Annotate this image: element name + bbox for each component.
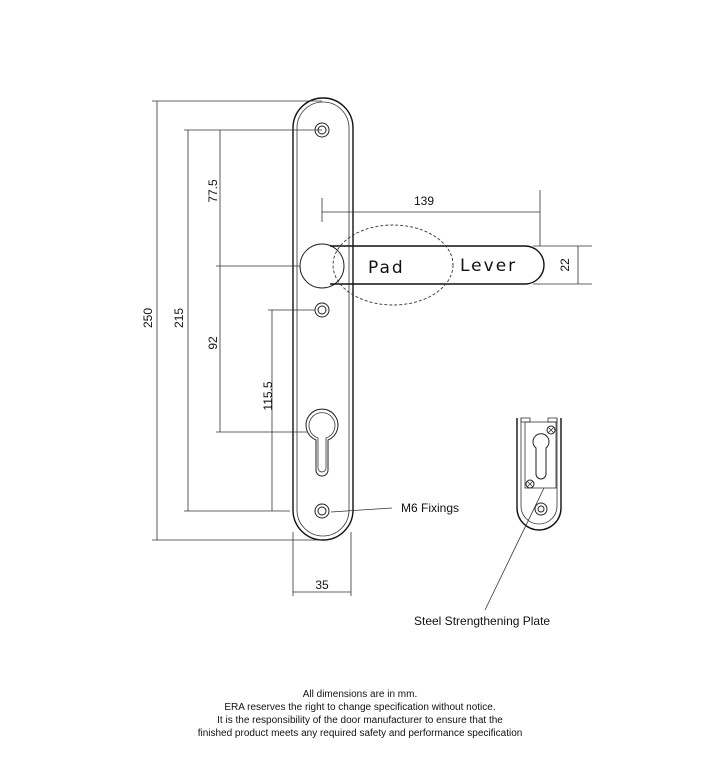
- dim-115-5-label: 115.5: [261, 381, 275, 410]
- dimension-top-to-lever: 77.5: [206, 130, 300, 267]
- dimension-lever-to-cylinder: 92: [206, 266, 308, 433]
- dim-250-label: 250: [141, 308, 155, 328]
- euro-cylinder-cutout: [305, 408, 339, 477]
- pad-highlight-ellipse: [332, 224, 454, 306]
- pad-label: Pad: [368, 258, 405, 278]
- mid-fixing-hole: [314, 302, 330, 318]
- dimension-fixing-centres: 215: [172, 129, 322, 512]
- euro-cylinder-cutout-inner: [308, 412, 336, 473]
- dim-77-5-label: 77.5: [206, 179, 220, 203]
- steel-plate-label: Steel Strengthening Plate: [414, 614, 550, 628]
- dim-92-label: 92: [206, 336, 220, 350]
- dim-22-label: 22: [558, 258, 572, 272]
- dimension-plate-width: 35: [292, 532, 352, 596]
- m6-fixings-label: M6 Fixings: [401, 501, 459, 515]
- dim-215-label: 215: [172, 308, 186, 328]
- lever-label: Lever: [460, 256, 517, 276]
- dimension-fixing-to-cylinder: 115.5: [261, 309, 315, 511]
- footer-line-2: ERA reserves the right to change specifi…: [224, 702, 496, 713]
- dimension-overall-height: 250: [141, 100, 322, 541]
- detail-fixing-hole: [534, 502, 548, 516]
- strengthening-plate-detail: Steel Strengthening Plate: [414, 417, 562, 628]
- bottom-fixing-hole: [314, 503, 330, 519]
- detail-screw-top: [546, 425, 556, 435]
- detail-screw-bottom: [525, 479, 535, 489]
- footer-line-3: It is the responsibility of the door man…: [217, 715, 503, 726]
- dim-35-label: 35: [315, 578, 329, 592]
- backplate: [292, 97, 354, 541]
- dimension-lever-height: 22: [533, 245, 592, 285]
- footer-line-4: finished product meets any required safe…: [197, 728, 523, 739]
- detail-cylinder-cutout: [532, 433, 550, 480]
- footer-notes: All dimensions are in mm. ERA reserves t…: [0, 688, 720, 740]
- dim-139-label: 139: [414, 194, 434, 208]
- footer-line-1: All dimensions are in mm.: [302, 689, 418, 700]
- m6-fixings-callout: M6 Fixings: [330, 501, 459, 515]
- dimension-lever-projection: 139: [321, 190, 541, 246]
